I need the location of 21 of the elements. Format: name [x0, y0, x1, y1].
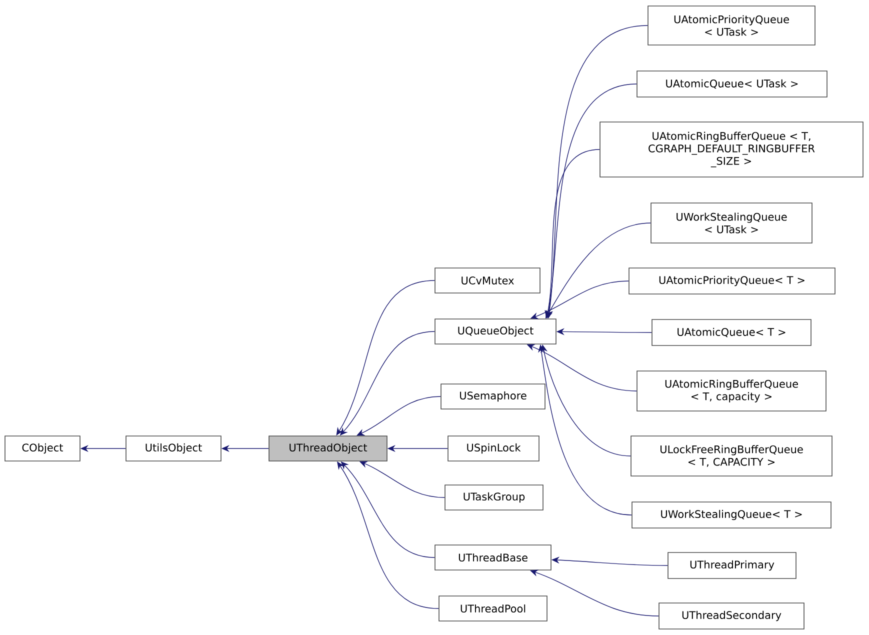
class-box: UQueueObject	[434, 318, 556, 344]
class-box: UThreadPool	[438, 596, 548, 622]
class-box: UAtomicPriorityQueue< T >	[628, 268, 836, 294]
class-box: UAtomicRingBufferQueue < T, CGRAPH_DEFAULT_RINGBUFFER _SIZE >	[600, 122, 864, 178]
class-box: UWorkStealingQueue < UTask >	[650, 202, 812, 244]
class-box: UThreadBase	[434, 544, 552, 570]
class-box: UThreadObject	[268, 436, 388, 462]
class-box: USemaphore	[440, 384, 546, 410]
class-box: ULockFreeRingBufferQueue < T, CAPACITY >	[630, 436, 832, 476]
class-box: UTaskGroup	[444, 484, 544, 510]
class-box: UtilsObject	[126, 436, 222, 462]
class-box: USpinLock	[448, 436, 540, 462]
class-box: UCvMutex	[434, 268, 540, 294]
class-box: UAtomicQueue< T >	[652, 319, 812, 346]
class-box: UAtomicPriorityQueue < UTask >	[648, 6, 816, 46]
class-box: CObject	[4, 436, 80, 462]
class-box: UAtomicQueue< UTask >	[636, 70, 828, 98]
class-box: UWorkStealingQueue< T >	[632, 502, 832, 528]
class-box: UAtomicRingBufferQueue < T, capacity >	[636, 370, 826, 412]
class-box: UThreadPrimary	[668, 552, 796, 579]
class-box: UThreadSecondary	[658, 602, 804, 630]
